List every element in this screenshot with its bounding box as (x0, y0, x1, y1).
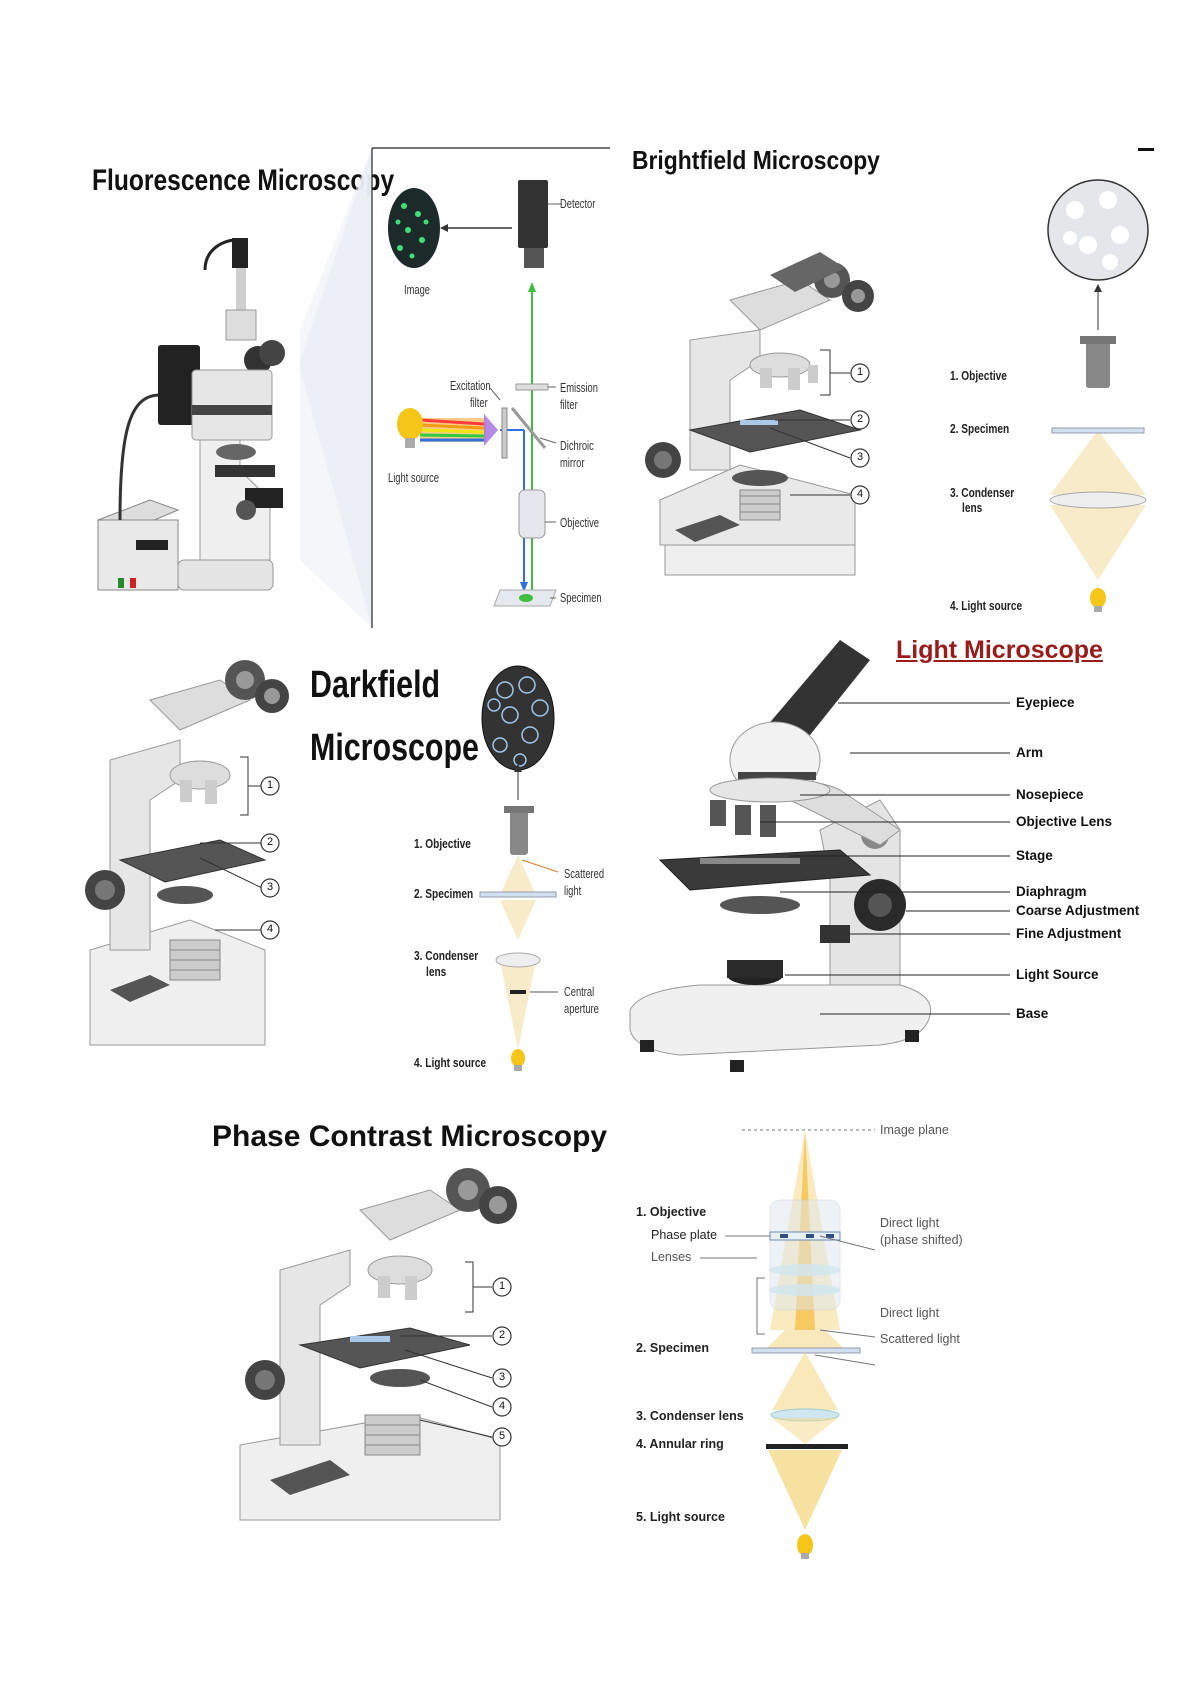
lightbulb-icon (397, 408, 423, 448)
annular-ring-label: 4. Annular ring (636, 1437, 724, 1451)
brightfield-callout-2: 2 (856, 413, 864, 425)
brightfield-condenser-label-1: 3. Condenser (950, 485, 1015, 500)
scattered-light-label-2: light (564, 883, 582, 898)
image-plane-label: Image plane (880, 1123, 949, 1137)
lenses-label: Lenses (651, 1250, 692, 1264)
fluorescence-title: Fluorescence Microscopy (92, 164, 395, 197)
part-objective-lens: Objective Lens (1016, 814, 1113, 829)
darkfield-title-line1: Darkfield (310, 664, 441, 706)
darkfield-objective-label: 1. Objective (414, 836, 471, 851)
direct-light-shifted-label-2: (phase shifted) (880, 1233, 963, 1247)
detector-icon (518, 180, 548, 248)
part-base: Base (1016, 1006, 1049, 1021)
phase-callout-5: 5 (498, 1430, 506, 1442)
part-fine-adjustment: Fine Adjustment (1016, 926, 1122, 941)
brightfield-callout-1: 1 (856, 366, 864, 378)
phase-light-source-label: 5. Light source (636, 1510, 725, 1524)
direct-light-label: Direct light (880, 1306, 940, 1320)
phase-plate-label: Phase plate (651, 1228, 718, 1242)
scattered-light-label: Scattered light (880, 1332, 960, 1346)
phase-callout-3: 3 (498, 1371, 506, 1383)
phase-contrast-microscope-icon (239, 1168, 517, 1521)
brightfield-microscope-icon (645, 252, 874, 576)
scattered-light-label-1: Scattered (564, 866, 605, 881)
detector-label: Detector (560, 196, 596, 211)
darkfield-callout-3: 3 (266, 881, 274, 893)
part-diaphragm: Diaphragm (1016, 884, 1087, 899)
darkfield-condenser-label-2: lens (426, 964, 447, 979)
brightfield-objective-label: 1. Objective (950, 368, 1007, 383)
darkfield-title-line2: Microscope (310, 727, 479, 769)
part-arm: Arm (1016, 745, 1044, 760)
darkfield-callout-4: 4 (266, 923, 274, 935)
darkfield-bulb-icon (511, 1049, 525, 1067)
phase-bulb-icon (797, 1534, 813, 1556)
image-label: Image (404, 282, 431, 297)
light-source-label: Light source (388, 470, 439, 485)
brightfield-callout-4: 4 (856, 488, 864, 500)
phase-callout-4: 4 (498, 1400, 506, 1412)
part-nosepiece: Nosepiece (1016, 787, 1084, 802)
phase-objective-label: 1. Objective (636, 1205, 707, 1219)
part-light-source: Light Source (1016, 967, 1099, 982)
light-microscope-title: Light Microscope (896, 636, 1103, 664)
phase-callout-1: 1 (498, 1280, 506, 1292)
objective-label: Objective (560, 515, 600, 530)
brightfield-title: Brightfield Microscopy (632, 145, 880, 175)
part-stage: Stage (1016, 848, 1053, 863)
brightfield-callout-3: 3 (856, 451, 864, 463)
central-aperture-label-1: Central (564, 984, 595, 999)
phase-specimen-label: 2. Specimen (636, 1341, 709, 1355)
brightfield-light-source-label: 4. Light source (950, 598, 1023, 613)
specimen-label: Specimen (560, 590, 602, 605)
dichroic-mirror-label-1: Dichroic (560, 438, 594, 453)
corner-dash (1138, 148, 1154, 151)
excitation-filter-label-2: filter (470, 395, 488, 410)
brightfield-condenser-label-2: lens (962, 500, 983, 515)
darkfield-specimen-label: 2. Specimen (414, 886, 474, 901)
brightfield-specimen-label: 2. Specimen (950, 421, 1010, 436)
darkfield-microscope-icon (85, 660, 289, 1046)
phase-callout-2: 2 (498, 1329, 506, 1341)
darkfield-light-source-label: 4. Light source (414, 1055, 487, 1070)
darkfield-callout-2: 2 (266, 836, 274, 848)
darkfield-callout-1: 1 (266, 779, 274, 791)
emission-filter-label-2: filter (560, 397, 578, 412)
darkfield-condenser-label-1: 3. Condenser (414, 948, 479, 963)
excitation-filter-label-1: Excitation (450, 378, 491, 393)
brightfield-bulb-icon (1090, 588, 1106, 608)
part-coarse-adjustment: Coarse Adjustment (1016, 903, 1140, 918)
direct-light-shifted-label-1: Direct light (880, 1216, 940, 1230)
dichroic-mirror-label-2: mirror (560, 455, 585, 470)
phase-condenser-label: 3. Condenser lens (636, 1409, 744, 1423)
emission-filter-label-1: Emission (560, 380, 598, 395)
phase-contrast-title: Phase Contrast Microscopy (212, 1120, 608, 1153)
central-aperture-label-2: aperture (564, 1001, 599, 1016)
fluorescence-microscope-icon (158, 238, 285, 591)
power-supply-icon (96, 499, 180, 591)
part-eyepiece: Eyepiece (1016, 695, 1075, 710)
